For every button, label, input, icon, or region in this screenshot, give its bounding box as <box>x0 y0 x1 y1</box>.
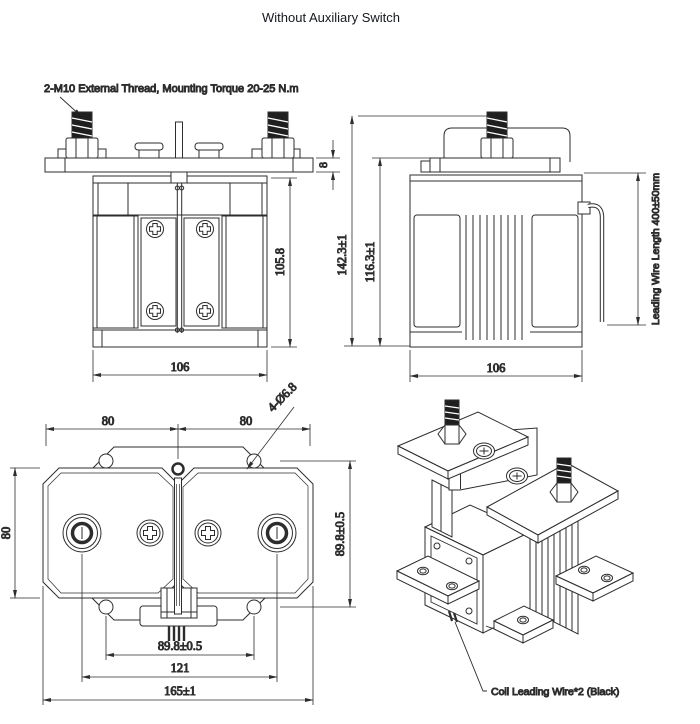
leading-wire <box>587 203 605 322</box>
isometric-view: Coil Leading Wire*2 (Black) <box>395 399 635 699</box>
dim-total-height: 142.3±1 <box>335 234 349 275</box>
iso-screw-left <box>473 442 495 460</box>
center-pin-top <box>175 121 183 159</box>
dim-span-right: 80 <box>240 414 253 428</box>
contactor-body-top <box>42 467 314 599</box>
side-dimensions <box>344 115 646 382</box>
m10-stud-right <box>261 111 295 159</box>
top-dimensions <box>10 406 356 705</box>
dim-hole-height: 89.8±0.5 <box>333 512 347 556</box>
phillips-screw <box>146 220 164 238</box>
front-dimensions <box>92 140 340 382</box>
side-view: 142.3±1 116.3±1 Leading Wire Length 400±… <box>335 111 663 382</box>
front-view: 2-M10 External Thread, Mounting Torque 2… <box>44 83 340 382</box>
coil-leader-line <box>454 621 487 692</box>
phillips-screw <box>146 302 164 320</box>
mounting-hole <box>246 599 262 615</box>
contactor-body-side <box>409 174 591 348</box>
wire-length-label: Leading Wire Length 400±50mm <box>650 173 662 326</box>
thread-annotation: 2-M10 External Thread, Mounting Torque 2… <box>44 83 299 95</box>
iso-plate-right <box>485 457 620 544</box>
iso-plate-left <box>396 399 530 480</box>
contactor-body-front <box>92 171 268 348</box>
iso-neck <box>431 479 453 538</box>
dim-front-width: 106 <box>171 360 190 374</box>
coil-wires <box>447 610 459 623</box>
top-view: 80 80 80 89.8±0.5 89.8±0.5 121 165±1 4-Ø… <box>0 379 356 705</box>
dim-side-height: 116.3±1 <box>363 242 377 283</box>
side-flange <box>420 157 561 173</box>
dim-depth: 80 <box>0 527 13 540</box>
mounting-hole <box>98 599 114 615</box>
dim-total-width: 165±1 <box>164 684 196 698</box>
hole-callout: 4-Ø6.8 <box>265 380 300 415</box>
dim-hole-width: 89.8±0.5 <box>158 639 202 653</box>
power-terminal-left <box>61 512 103 554</box>
coil-connector <box>139 477 218 641</box>
phillips-screw-top <box>194 519 222 547</box>
dim-span-left: 80 <box>102 414 115 428</box>
phillips-screw-top <box>136 519 164 547</box>
coil-terminal-right <box>194 142 224 159</box>
phillips-screw <box>196 220 214 238</box>
mounting-hole <box>98 453 114 469</box>
mounting-flange <box>44 157 314 173</box>
page-title: Without Auxiliary Switch <box>262 10 400 25</box>
dim-terminal-span: 121 <box>171 661 190 675</box>
dim-front-height: 105.8 <box>273 248 287 276</box>
iso-body <box>423 504 579 635</box>
coil-wire-label: Coil Leading Wire*2 (Black) <box>491 686 619 698</box>
dim-side-width: 106 <box>487 361 506 375</box>
phillips-screw <box>196 302 214 320</box>
coil-terminal-left <box>134 142 164 159</box>
m10-stud-left <box>65 111 99 159</box>
dim-flange-thickness: 8 <box>316 162 330 168</box>
power-terminal-right <box>256 512 298 554</box>
iso-feet <box>395 555 635 644</box>
iso-screw-right <box>506 467 528 485</box>
center-pin-hole <box>171 462 185 476</box>
